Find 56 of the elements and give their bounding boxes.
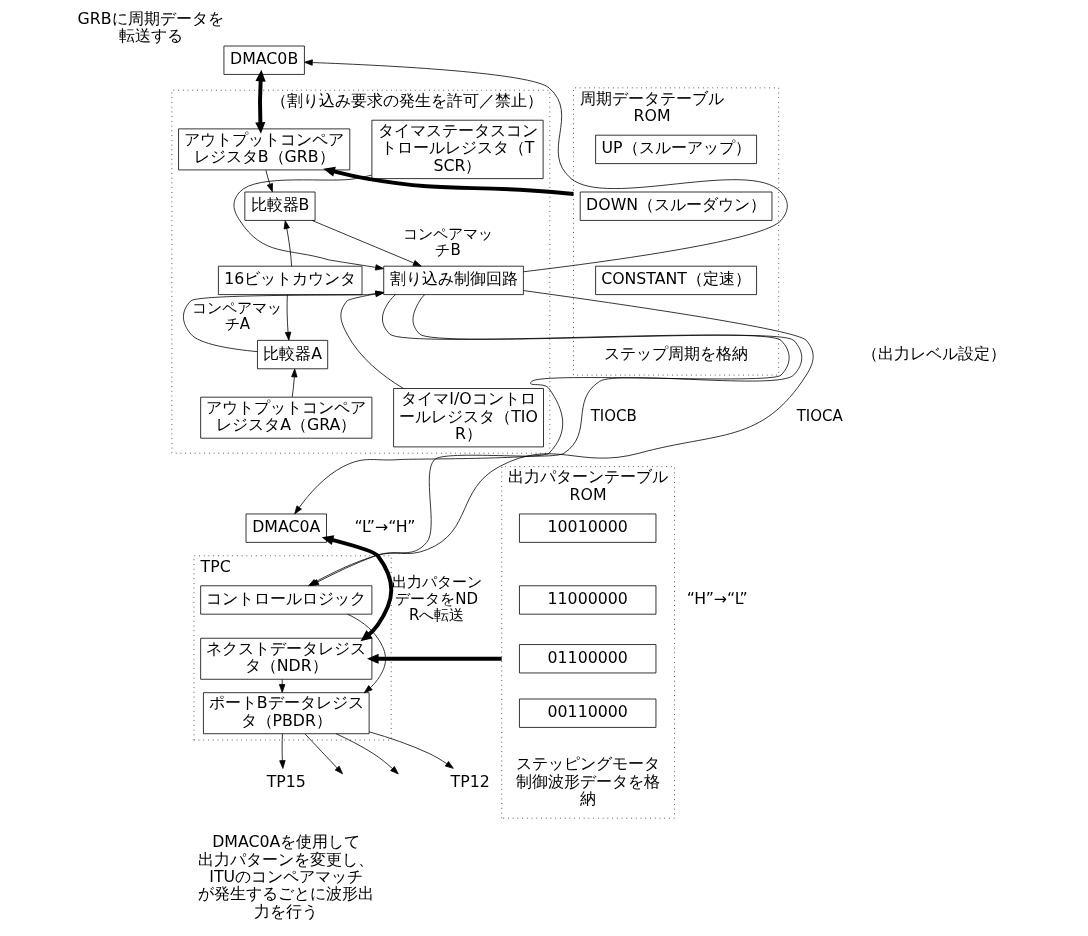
label: （出力レベル設定） (861, 343, 1006, 363)
node-label: 出力パターンテーブル (507, 467, 668, 487)
arrow (265, 169, 273, 193)
node-box: ネクストデータレジスタ（NDR） (199, 637, 372, 680)
node-label: ステップ周期を格納 (603, 343, 748, 363)
arrow (322, 166, 574, 196)
node-box: 16ビットカウンタ (217, 265, 362, 295)
label: “L”→“H” (353, 517, 415, 537)
arrow (335, 733, 399, 775)
node-box: DMAC0B (223, 45, 305, 75)
edge-label: コンペアマッチA (191, 298, 282, 334)
edge-label: 出力パターンデータをNDRへ転送 (391, 573, 482, 625)
arrow (182, 290, 384, 352)
arrow (293, 294, 790, 515)
arrow (321, 535, 393, 642)
node-box: アウトプットコンペアレジスタB（GRB） (177, 128, 350, 171)
node-box: CONSTANT（定速） (594, 265, 757, 295)
node-box: タイマI/Oコントロールレジスタ（TIOR） (392, 388, 544, 448)
edge-label: TIOCA (796, 407, 843, 426)
node-label: ステッピングモータ制御波形データを格納 (515, 754, 660, 808)
arrow (311, 220, 422, 267)
arrow (284, 294, 291, 341)
node-box: DOWN（スルーダウン） (579, 191, 772, 221)
node-box: DMAC0A (245, 513, 327, 543)
edge-label: コンペアマッチB (402, 224, 493, 260)
arrow (290, 368, 297, 398)
node-box: アウトプットコンペアレジスタA（GRA） (199, 396, 372, 439)
edge-label: TIOCB (590, 407, 637, 426)
arrow (283, 220, 292, 267)
node-box: 比較器A (256, 339, 328, 370)
node-box: タイマステータスコントロールレジスタ（TSCR） (371, 119, 543, 179)
arrow (278, 733, 286, 769)
node-box: コントロールロジック (199, 585, 372, 615)
node-box: ポートBデータレジスタ（PBDR） (202, 692, 369, 735)
node-label: 周期データテーブル (579, 88, 724, 108)
arrow (366, 653, 502, 664)
node-box: 比較器B (243, 191, 315, 221)
label: “H”→“L” (686, 588, 748, 608)
arrow (304, 733, 343, 775)
arrow (368, 731, 454, 769)
node-box: 10010000 (518, 513, 656, 543)
node-box: 割り込み制御回路 (382, 265, 524, 295)
label: DMAC0Aを使用して出力パターンを変更し、ITUのコンペアマッチが発生するごとに波形出力を行う (197, 832, 374, 921)
arrow (233, 174, 384, 271)
arrow (346, 613, 386, 694)
node-box: 00110000 (518, 698, 656, 728)
node-box: 01100000 (518, 644, 656, 674)
arrow (278, 679, 285, 693)
arrow (303, 59, 788, 273)
arrow (254, 69, 266, 134)
arrow (340, 290, 404, 389)
node-text: TP15 (266, 771, 306, 791)
node-box: 11000000 (518, 585, 656, 615)
node-text: TP12 (450, 771, 490, 791)
node-label: GRBに周期データを転送する (77, 8, 224, 46)
node-box: UP（スルーアップ） (594, 134, 757, 164)
